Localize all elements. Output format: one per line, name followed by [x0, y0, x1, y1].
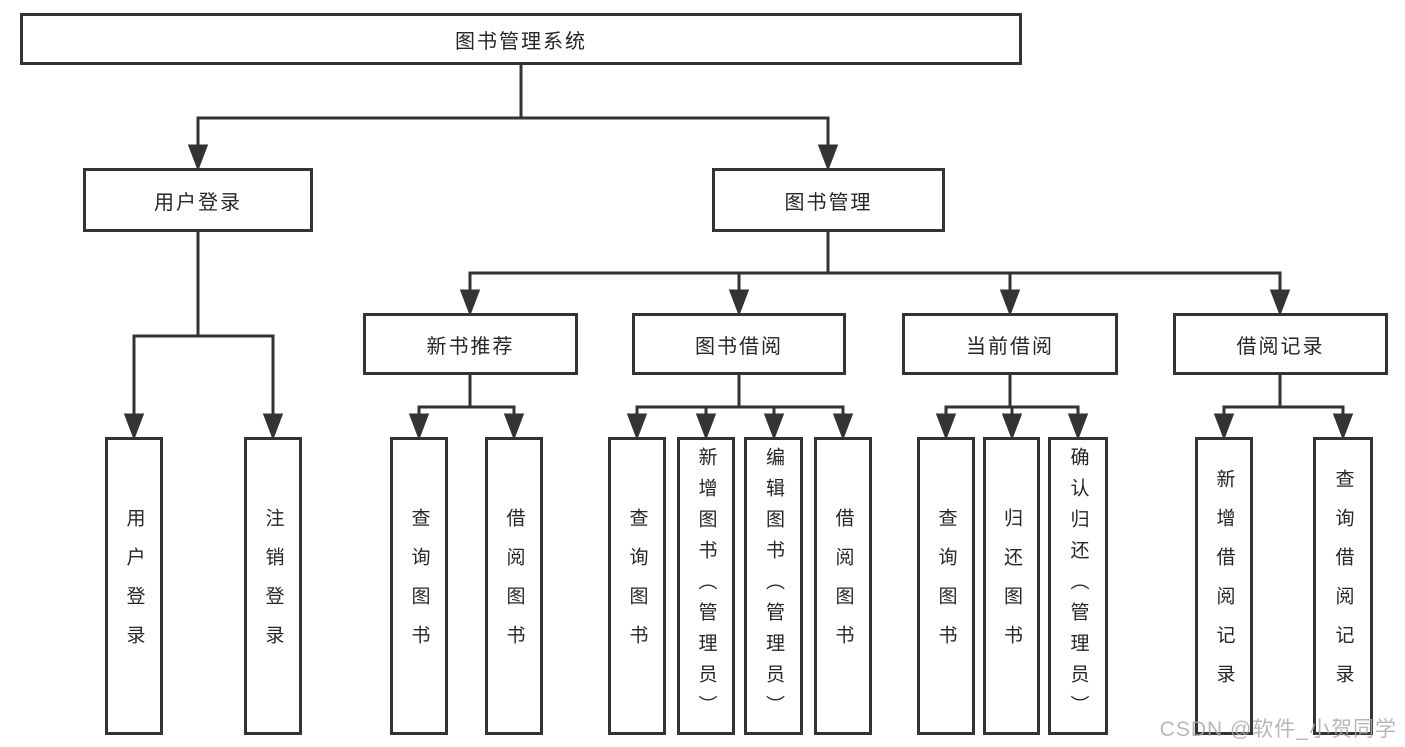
leaf-query-book-1: 查询图书 — [390, 437, 448, 735]
leaf-query-book-1-label: 查询图书 — [408, 508, 430, 664]
leaf-query-book-3-label: 查询图书 — [935, 508, 957, 664]
connector-newbook-group — [408, 375, 525, 441]
leaf-logout: 注销登录 — [244, 437, 302, 735]
leaf-edit-book-admin-label: 编辑图书（管理员） — [763, 446, 784, 726]
connector-login-group — [123, 232, 284, 441]
leaf-add-book-admin: 新增图书（管理员） — [677, 437, 735, 735]
leaf-query-borrow-record: 查询借阅记录 — [1313, 437, 1373, 735]
leaf-user-login: 用户登录 — [105, 437, 163, 735]
node-borrow-record: 借阅记录 — [1173, 313, 1388, 375]
node-book-management-label: 图书管理 — [784, 191, 873, 214]
leaf-query-book-2-label: 查询图书 — [626, 508, 648, 664]
leaf-query-borrow-record-label: 查询借阅记录 — [1332, 469, 1354, 703]
node-user-login-label: 用户登录 — [154, 191, 242, 214]
node-current-borrow: 当前借阅 — [902, 313, 1118, 375]
leaf-add-book-admin-label: 新增图书（管理员） — [695, 446, 717, 726]
leaf-logout-label: 注销登录 — [262, 508, 284, 664]
leaf-query-book-3: 查询图书 — [917, 437, 975, 735]
leaf-confirm-return-admin: 确认归还（管理员） — [1048, 437, 1108, 735]
leaf-borrow-book-1: 借阅图书 — [485, 437, 543, 735]
node-book-borrow-label: 图书借阅 — [695, 335, 783, 358]
leaf-add-borrow-record-label: 新增借阅记录 — [1213, 469, 1235, 703]
connector-borrow-group — [626, 375, 854, 441]
connector-current-group — [935, 375, 1089, 441]
connector-record-group — [1213, 375, 1354, 441]
leaf-add-borrow-record: 新增借阅记录 — [1195, 437, 1253, 735]
node-library-system: 图书管理系统 — [20, 13, 1022, 65]
leaf-confirm-return-admin-label: 确认归还（管理员） — [1067, 446, 1089, 726]
node-user-login: 用户登录 — [83, 168, 313, 232]
node-new-book-recommend-label: 新书推荐 — [426, 335, 515, 358]
node-book-management: 图书管理 — [712, 168, 945, 232]
node-new-book-recommend: 新书推荐 — [363, 313, 578, 375]
leaf-return-book: 归还图书 — [983, 437, 1040, 735]
node-borrow-record-label: 借阅记录 — [1236, 335, 1325, 358]
connector-management-to-level3 — [459, 232, 1291, 317]
leaf-edit-book-admin: 编辑图书（管理员） — [744, 437, 803, 735]
leaf-user-login-label: 用户登录 — [123, 508, 145, 664]
leaf-return-book-label: 归还图书 — [1001, 508, 1022, 664]
node-current-borrow-label: 当前借阅 — [966, 335, 1054, 358]
node-book-borrow: 图书借阅 — [632, 313, 846, 375]
node-library-system-label: 图书管理系统 — [455, 30, 587, 53]
leaf-borrow-book-2: 借阅图书 — [814, 437, 872, 735]
connector-root-to-level2 — [187, 64, 839, 172]
leaf-query-book-2: 查询图书 — [608, 437, 666, 735]
leaf-borrow-book-1-label: 借阅图书 — [503, 508, 525, 664]
csdn-watermark: CSDN @软件_小贺同学 — [1159, 718, 1397, 741]
leaf-borrow-book-2-label: 借阅图书 — [832, 508, 854, 664]
